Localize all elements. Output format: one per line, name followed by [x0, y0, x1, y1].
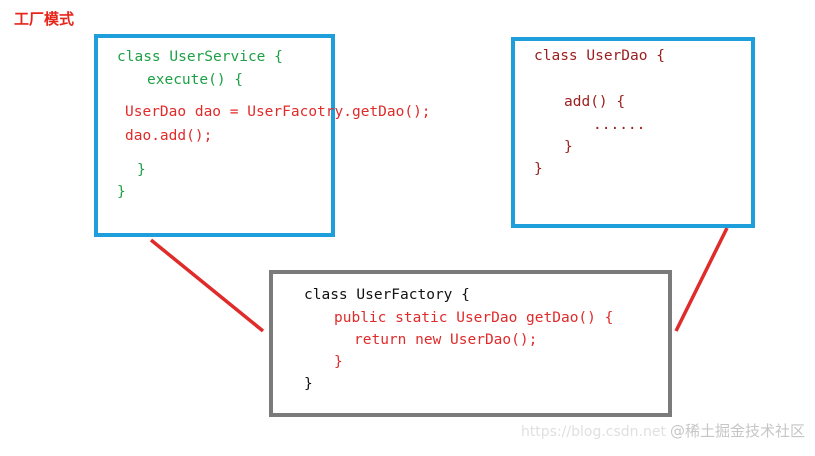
- service-dao-line: UserDao dao = UserFacotry.getDao();: [125, 104, 431, 120]
- factory-return-line: return new UserDao();: [354, 332, 538, 348]
- service-class-close: }: [117, 184, 126, 200]
- factory-method-line: public static UserDao getDao() {: [334, 310, 614, 326]
- service-method-line: execute() {: [147, 72, 244, 88]
- user-dao-box: [511, 37, 755, 228]
- watermark: https://blog.csdn.net@稀土掘金技术社区: [521, 420, 805, 441]
- dao-method-line: add() {: [564, 94, 626, 110]
- dao-method-close: }: [564, 139, 573, 155]
- watermark-brand: @稀土掘金技术社区: [669, 422, 805, 440]
- factory-class-line: class UserFactory {: [304, 287, 470, 303]
- factory-class-close: }: [304, 376, 313, 392]
- watermark-url: https://blog.csdn.net: [520, 424, 666, 440]
- dao-class-line: class UserDao {: [534, 48, 665, 64]
- service-add-call-line: dao.add();: [125, 128, 213, 144]
- dao-body-line: ......: [593, 117, 646, 133]
- diagram-title: 工厂模式: [14, 10, 75, 28]
- user-factory-box: [269, 270, 672, 417]
- user-service-box: [94, 34, 335, 237]
- service-method-close: }: [137, 162, 146, 178]
- factory-method-close: }: [334, 354, 343, 370]
- dao-class-close: }: [534, 161, 543, 177]
- service-class-line: class UserService {: [117, 49, 283, 65]
- connector-service-to-factory: [149, 238, 265, 333]
- connector-dao-to-factory: [674, 227, 729, 332]
